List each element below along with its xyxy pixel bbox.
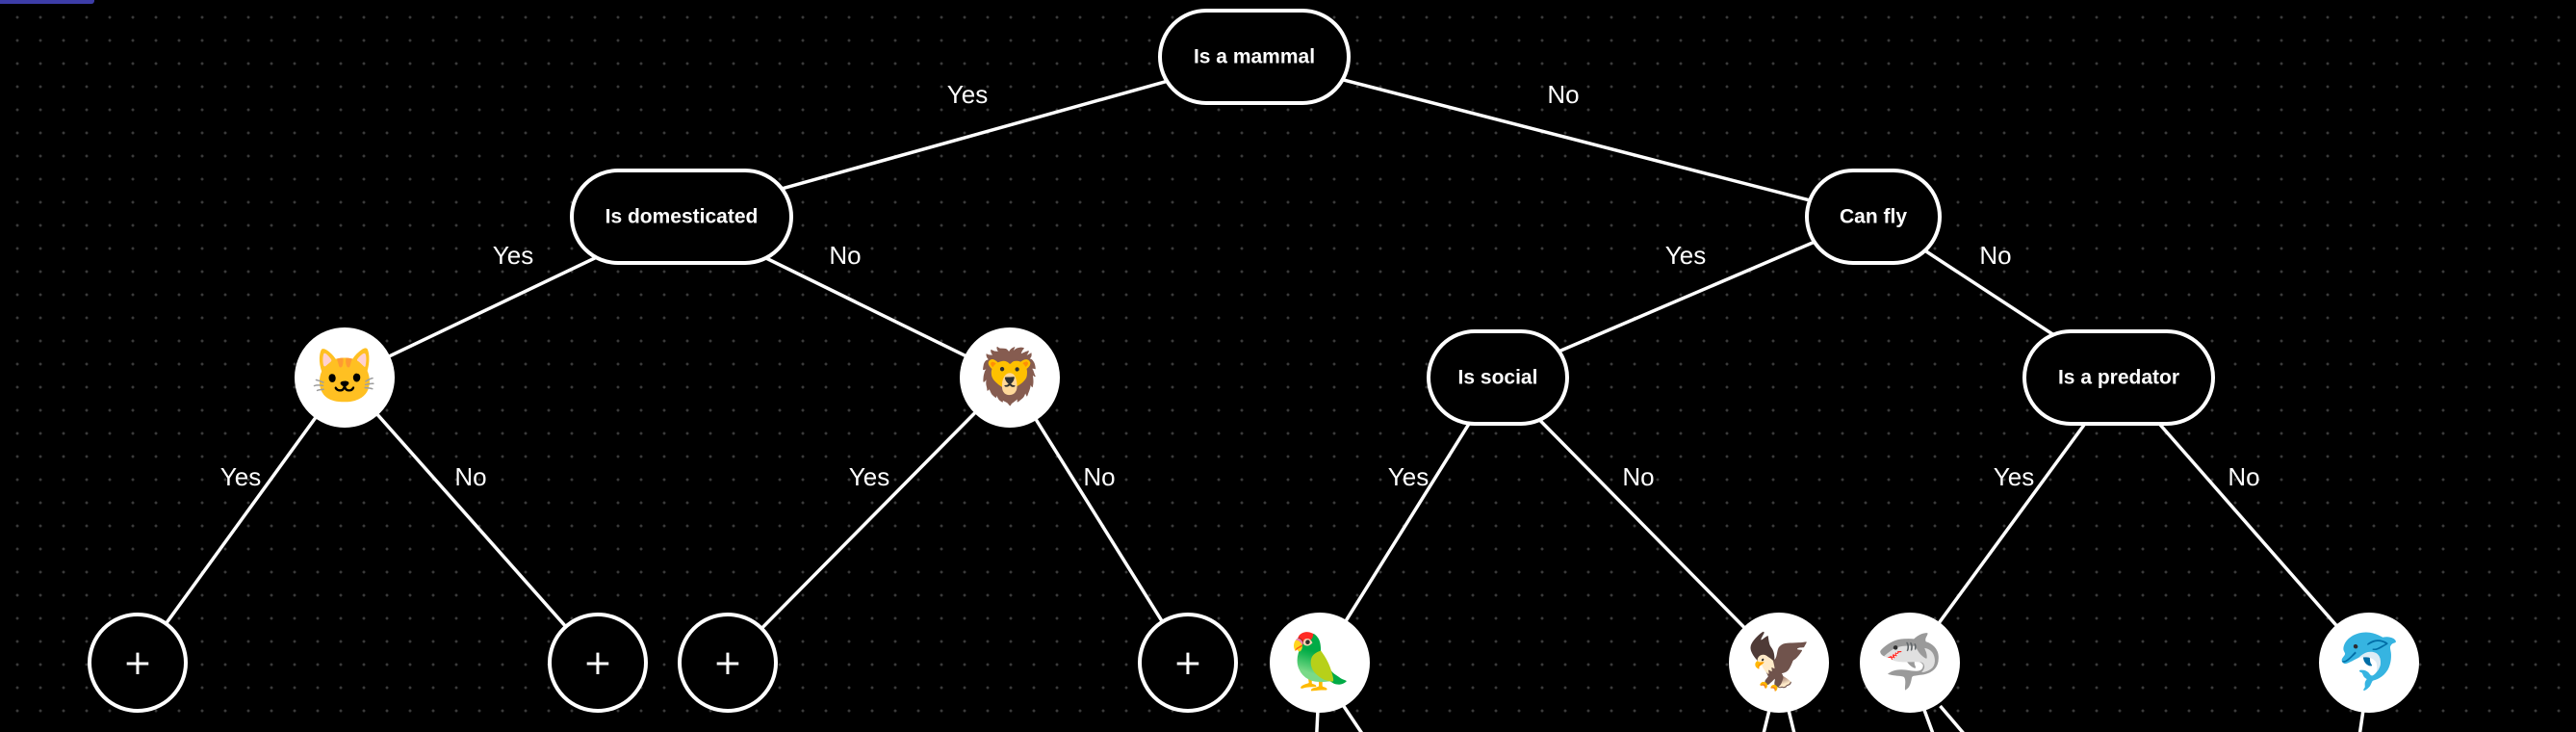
node-pill bbox=[1805, 169, 1942, 265]
node-circle bbox=[1860, 613, 1960, 713]
eagle-icon: 🦅 bbox=[1745, 629, 1813, 693]
edge-label-yes: Yes bbox=[493, 241, 533, 270]
edge-cat-to-add1 bbox=[136, 376, 347, 665]
edge-stub-eagle bbox=[1762, 705, 1772, 732]
plus-icon: + bbox=[1173, 643, 1202, 683]
question-node-domesticated[interactable]: Is domesticated bbox=[570, 169, 793, 265]
node-pill bbox=[1158, 9, 1351, 105]
add-node-button[interactable]: + bbox=[1138, 613, 1238, 713]
node-pill bbox=[2022, 329, 2215, 426]
question-node-social[interactable]: Is social bbox=[1427, 329, 1569, 426]
node-circle bbox=[960, 327, 1060, 428]
edge-cat-to-add2 bbox=[343, 376, 600, 665]
shark-icon: 🦈 bbox=[1876, 631, 1944, 693]
add-node-button[interactable]: + bbox=[88, 613, 188, 713]
edge-label-yes: Yes bbox=[1388, 462, 1429, 491]
plus-icon: + bbox=[713, 643, 742, 683]
plus-icon: + bbox=[583, 643, 612, 683]
node-label: Is a mammal bbox=[1194, 46, 1315, 68]
parrot-icon: 🦜 bbox=[1286, 629, 1353, 693]
animal-node-cat[interactable]: 🐱 bbox=[295, 327, 395, 428]
edge-stub-parrot bbox=[1342, 705, 1364, 732]
question-node-canfly[interactable]: Can fly bbox=[1805, 169, 1942, 265]
edge-root-to-canfly bbox=[1253, 55, 1874, 219]
corner-accent-tab bbox=[0, 0, 94, 4]
dolphin-icon: 🐬 bbox=[2335, 629, 2403, 693]
edge-label-no: No bbox=[1547, 80, 1579, 109]
node-circle bbox=[88, 613, 188, 713]
add-node-button[interactable]: + bbox=[548, 613, 648, 713]
edge-label-yes: Yes bbox=[947, 80, 988, 109]
animal-node-lion[interactable]: 🦁 bbox=[960, 327, 1060, 428]
edge-label-no: No bbox=[1622, 462, 1654, 491]
node-label: Can fly bbox=[1840, 206, 1907, 228]
edge-stub-eagle bbox=[1786, 705, 1796, 732]
node-circle bbox=[678, 613, 778, 713]
lion-icon: 🦁 bbox=[976, 346, 1043, 407]
question-node-root[interactable]: Is a mammal bbox=[1158, 9, 1351, 105]
nodes-layer: Is a mammal Is domesticated Can fly 🐱 🦁 Is so… bbox=[88, 9, 2419, 713]
edge-label-yes: Yes bbox=[849, 462, 889, 491]
node-label: Is a predator bbox=[2058, 367, 2179, 389]
question-node-predator[interactable]: Is a predator bbox=[2022, 329, 2215, 426]
edge-stub-parrot bbox=[1315, 705, 1320, 732]
node-circle bbox=[2319, 613, 2419, 713]
node-label: Is domesticated bbox=[605, 206, 759, 228]
edge-stub-dolphin bbox=[2357, 705, 2366, 732]
edge-label-no: No bbox=[829, 241, 861, 270]
edge-stub-shark bbox=[1920, 705, 1935, 732]
animal-node-parrot[interactable]: 🦜 bbox=[1270, 613, 1370, 713]
edge-lion-to-add4 bbox=[1008, 377, 1190, 664]
edge-stub-shark bbox=[1939, 704, 1965, 732]
node-pill bbox=[570, 169, 793, 265]
edge-social-to-eagle bbox=[1496, 376, 1781, 665]
edge-label-no: No bbox=[1979, 241, 2011, 270]
edge-label-yes: Yes bbox=[1665, 241, 1706, 270]
edge-label-no: No bbox=[1083, 462, 1115, 491]
edge-lion-to-add3 bbox=[726, 376, 1012, 665]
node-circle bbox=[548, 613, 648, 713]
animal-node-shark[interactable]: 🦈 bbox=[1860, 613, 1960, 713]
edge-label-yes: Yes bbox=[220, 462, 261, 491]
animal-node-dolphin[interactable]: 🐬 bbox=[2319, 613, 2419, 713]
edge-label-no: No bbox=[2228, 462, 2259, 491]
animal-node-eagle[interactable]: 🦅 bbox=[1729, 613, 1829, 713]
add-node-button[interactable]: + bbox=[678, 613, 778, 713]
cat-icon: 🐱 bbox=[311, 346, 378, 406]
node-circle bbox=[1729, 613, 1829, 713]
node-circle bbox=[1270, 613, 1370, 713]
node-circle bbox=[1138, 613, 1238, 713]
edge-label-no: No bbox=[454, 462, 486, 491]
node-label: Is social bbox=[1458, 367, 1538, 389]
node-circle bbox=[295, 327, 395, 428]
node-pill bbox=[1427, 329, 1569, 426]
edge-label-yes: Yes bbox=[1994, 462, 2034, 491]
plus-icon: + bbox=[123, 643, 152, 683]
